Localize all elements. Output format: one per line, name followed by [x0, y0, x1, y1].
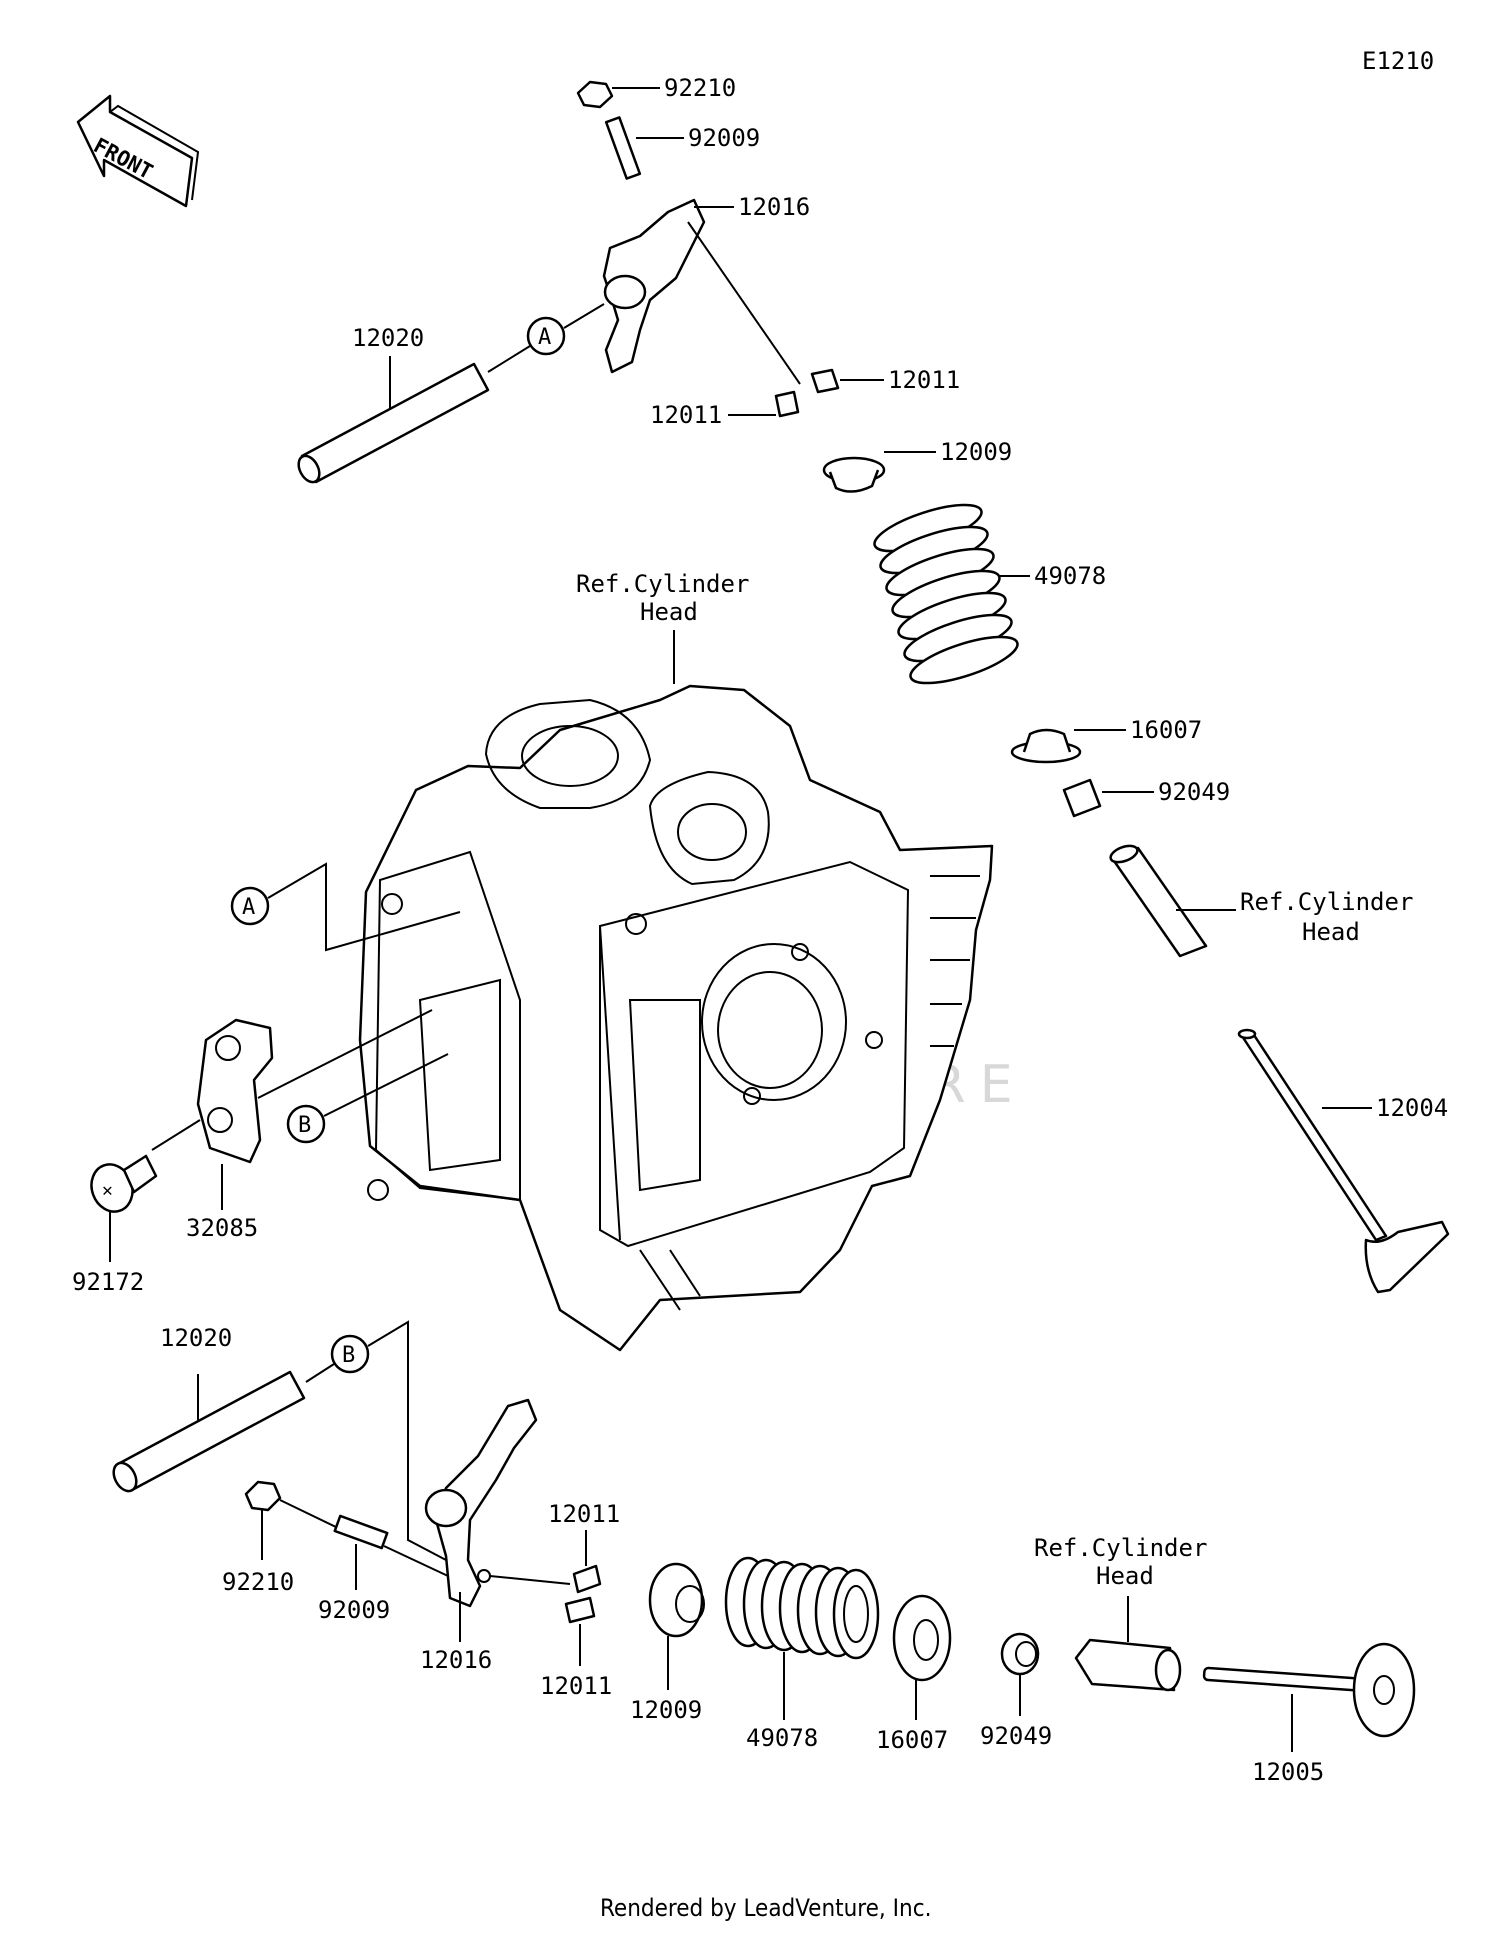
- spring-seat-bottom: 16007: [876, 1594, 952, 1754]
- label-32085: 32085: [186, 1214, 258, 1242]
- cotter-bottom-lower: 12011: [540, 1596, 612, 1700]
- diagram-code: E1210: [1362, 47, 1434, 75]
- ref-head-bottom-line2: Head: [1096, 1562, 1154, 1590]
- svg-text:✕: ✕: [102, 1180, 113, 1201]
- svg-text:A: A: [242, 895, 255, 920]
- label-12009-bottom: 12009: [630, 1696, 702, 1724]
- label-12020-bottom: 12020: [160, 1324, 232, 1352]
- valve-seal-bottom: 92049: [980, 1632, 1052, 1750]
- adjust-screw-bottom: 92009: [318, 1514, 449, 1624]
- cotter-top-right: 12011: [810, 366, 960, 394]
- label-12009-top: 12009: [940, 438, 1012, 466]
- label-12004: 12004: [1376, 1094, 1448, 1122]
- label-16007-right: 16007: [1130, 716, 1202, 744]
- label-92172: 92172: [72, 1268, 144, 1296]
- label-12016-top: 12016: [738, 193, 810, 221]
- retainer-top: 12009: [822, 438, 1012, 493]
- label-92210-top: 92210: [664, 74, 736, 102]
- label-12011-top-left: 12011: [650, 401, 722, 429]
- label-12020-top: 12020: [352, 324, 424, 352]
- label-92210-bottom: 92210: [222, 1568, 294, 1596]
- svg-text:A: A: [538, 325, 551, 350]
- front-arrow-icon: FRONT: [76, 94, 200, 208]
- cylinder-head: [358, 684, 994, 1352]
- cotter-top-left: 12011: [650, 390, 800, 429]
- valve-seal-right: 92049: [1062, 778, 1230, 818]
- callout-b-left: B: [257, 1009, 449, 1144]
- label-12011-bottom-upper: 12011: [548, 1500, 620, 1528]
- nut-bottom: 92210: [222, 1480, 339, 1596]
- valve-guide-right: Ref.Cylinder Head: [1109, 844, 1413, 958]
- intake-valve: 12004: [1237, 1028, 1450, 1294]
- svg-text:B: B: [298, 1113, 311, 1138]
- rocker-arm-top: 12016: [602, 193, 810, 385]
- label-49078-top: 49078: [1034, 562, 1106, 590]
- ref-head-top-line2: Head: [640, 598, 698, 626]
- spring-seat-right: 16007: [1010, 716, 1202, 764]
- label-12011-bottom-lower: 12011: [540, 1672, 612, 1700]
- cotter-bottom-upper: 12011: [548, 1500, 620, 1594]
- callout-b-bottom: B: [330, 1320, 447, 1561]
- label-12016-bottom: 12016: [420, 1646, 492, 1674]
- label-92049-right: 92049: [1158, 778, 1230, 806]
- label-49078-bottom: 49078: [746, 1724, 818, 1752]
- callout-a-left: A: [230, 862, 461, 952]
- label-92009-top: 92009: [688, 124, 760, 152]
- label-12011-top-right: 12011: [888, 366, 960, 394]
- adjust-screw-top: 92009: [604, 116, 760, 180]
- ref-head-right-line1: Ref.Cylinder: [1240, 888, 1413, 916]
- rocker-arm-bottom: 12016: [420, 1398, 571, 1674]
- valve-guide-bottom: Ref.Cylinder Head: [1034, 1534, 1207, 1692]
- plate: 32085: [151, 1018, 274, 1242]
- label-16007-bottom: 16007: [876, 1726, 948, 1754]
- retainer-bottom: 12009: [630, 1562, 705, 1724]
- ref-head-right-line2: Head: [1302, 918, 1360, 946]
- footer-credit: Rendered by LeadVenture, Inc.: [600, 1894, 931, 1922]
- exhaust-valve: 12005: [1202, 1642, 1416, 1786]
- label-92009-bottom: 92009: [318, 1596, 390, 1624]
- label-12005: 12005: [1252, 1758, 1324, 1786]
- spring-bottom: 49078: [724, 1556, 880, 1752]
- nut-top: 92210: [576, 74, 736, 109]
- rocker-shaft-bottom: 12020: [112, 1324, 335, 1493]
- plate-screw: ✕ 92172: [72, 1154, 158, 1296]
- callout-a-top: A: [526, 303, 605, 356]
- ref-head-top: Ref.Cylinder Head: [576, 570, 749, 684]
- ref-head-top-line1: Ref.Cylinder: [576, 570, 749, 598]
- rocker-shaft-top: 12020: [297, 324, 531, 484]
- svg-text:B: B: [342, 1343, 355, 1368]
- label-92049-bottom: 92049: [980, 1722, 1052, 1750]
- ref-head-bottom-line1: Ref.Cylinder: [1034, 1534, 1207, 1562]
- spring-top: 49078: [873, 503, 1106, 685]
